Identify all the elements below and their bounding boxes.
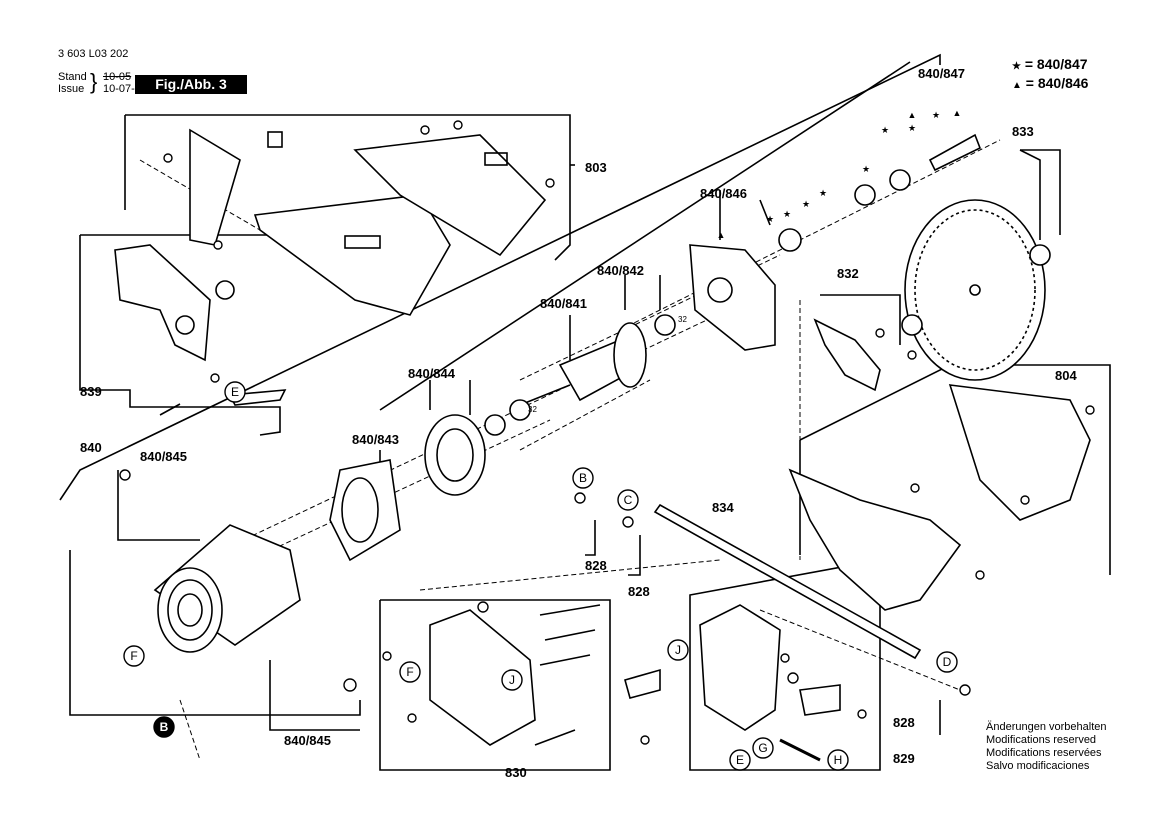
label-804: 804 — [1055, 368, 1077, 383]
motor-housing — [153, 524, 301, 653]
label-32-a: 32 — [678, 315, 687, 324]
saw-blade — [901, 199, 1051, 381]
triangle-icon: ▲ — [1012, 80, 1022, 91]
star-icon: ★ — [1012, 61, 1021, 72]
label-840-844: 840/844 — [408, 366, 456, 381]
field-coil — [329, 459, 401, 562]
callout-f-a: F — [130, 649, 137, 663]
part-labels: 803 839 840 840/845 840/845 840/843 840/… — [80, 66, 1077, 780]
star-icon: ★ — [802, 199, 810, 209]
label-840-845-top: 840/845 — [140, 449, 187, 464]
star-icon: ★ — [819, 188, 827, 198]
label-32-b: 32 — [528, 405, 537, 414]
star-icon: ★ — [766, 214, 774, 224]
callout-f-b: F — [406, 665, 413, 679]
label-840-841: 840/841 — [540, 296, 587, 311]
callout-g: G — [758, 741, 767, 755]
label-840-842: 840/842 — [597, 263, 644, 278]
label-828-a: 828 — [585, 558, 607, 573]
riving-knife-bracket — [114, 244, 287, 406]
star-icon: ★ — [862, 164, 870, 174]
label-833: 833 — [1012, 124, 1034, 139]
callouts — [123, 381, 958, 771]
label-832: 832 — [837, 266, 859, 281]
issue-label: Issue — [58, 83, 85, 95]
label-803: 803 — [585, 160, 607, 175]
callout-h: H — [834, 753, 843, 767]
triangle-icon: ▲ — [953, 108, 962, 118]
callout-j-b: J — [509, 673, 515, 687]
label-828-b: 828 — [628, 584, 650, 599]
callout-d: D — [943, 655, 952, 669]
label-840-846: 840/846 — [700, 186, 747, 201]
star-icon: ★ — [932, 110, 940, 120]
label-839: 839 — [80, 384, 102, 399]
spindle-lock — [813, 318, 881, 392]
label-840: 840 — [80, 440, 102, 455]
blade-guard-lower — [788, 384, 1091, 611]
marker-icons: ★ ★ ★ ★ ★ ★ ★ ★ ▲ ▲ ▲ — [717, 108, 962, 240]
label-840-847: 840/847 — [918, 66, 965, 81]
label-829: 829 — [893, 751, 915, 766]
callout-e-b: E — [736, 753, 744, 767]
brace-icon: } — [90, 69, 98, 94]
star-icon: ★ — [908, 123, 916, 133]
part-number: 3 603 L03 202 — [58, 48, 129, 60]
triangle-icon: ▲ — [717, 230, 726, 240]
label-840-845-bottom: 840/845 — [284, 733, 331, 748]
blade-guard-upper — [189, 128, 547, 316]
bearing-shield — [424, 414, 486, 496]
callout-b-b: B — [160, 720, 169, 734]
legend-triangle-row: ▲ = 840/846 — [1012, 75, 1088, 91]
callout-j-a: J — [675, 643, 681, 657]
triangle-icon: ▲ — [908, 110, 917, 120]
figure-badge: Fig./Abb. 3 — [135, 75, 247, 94]
note-es: Salvo modificaciones — [986, 760, 1090, 772]
legend-star-text: = 840/847 — [1024, 56, 1088, 72]
screws — [119, 120, 1095, 745]
note-de: Änderungen vorbehalten — [986, 721, 1107, 733]
callout-b-a: B — [579, 471, 587, 485]
label-828-c: 828 — [893, 715, 915, 730]
armature — [484, 314, 676, 436]
label-840-843: 840/843 — [352, 432, 399, 447]
label-830: 830 — [505, 765, 527, 780]
star-icon: ★ — [881, 125, 889, 135]
label-834: 834 — [712, 500, 734, 515]
guide-rod — [653, 503, 922, 660]
callout-c: C — [624, 493, 633, 507]
tilt-bracket — [624, 604, 841, 762]
star-icon: ★ — [783, 209, 791, 219]
mounting-plate — [429, 604, 601, 746]
gear-housing — [689, 133, 982, 351]
stand-label: Stand — [58, 71, 87, 83]
callout-letters: E B C D F F B J J E G H — [130, 385, 951, 767]
old-date: 10-05 — [103, 71, 132, 83]
legend-triangle-text: = 840/846 — [1025, 75, 1089, 91]
callout-e-a: E — [231, 385, 239, 399]
note-en: Modifications reserved — [986, 734, 1097, 746]
legend-star-row: ★ = 840/847 — [1012, 56, 1088, 72]
modification-notes: Änderungen vorbehalten Modifications res… — [986, 721, 1106, 773]
note-fr: Modifications reservées — [986, 747, 1102, 759]
